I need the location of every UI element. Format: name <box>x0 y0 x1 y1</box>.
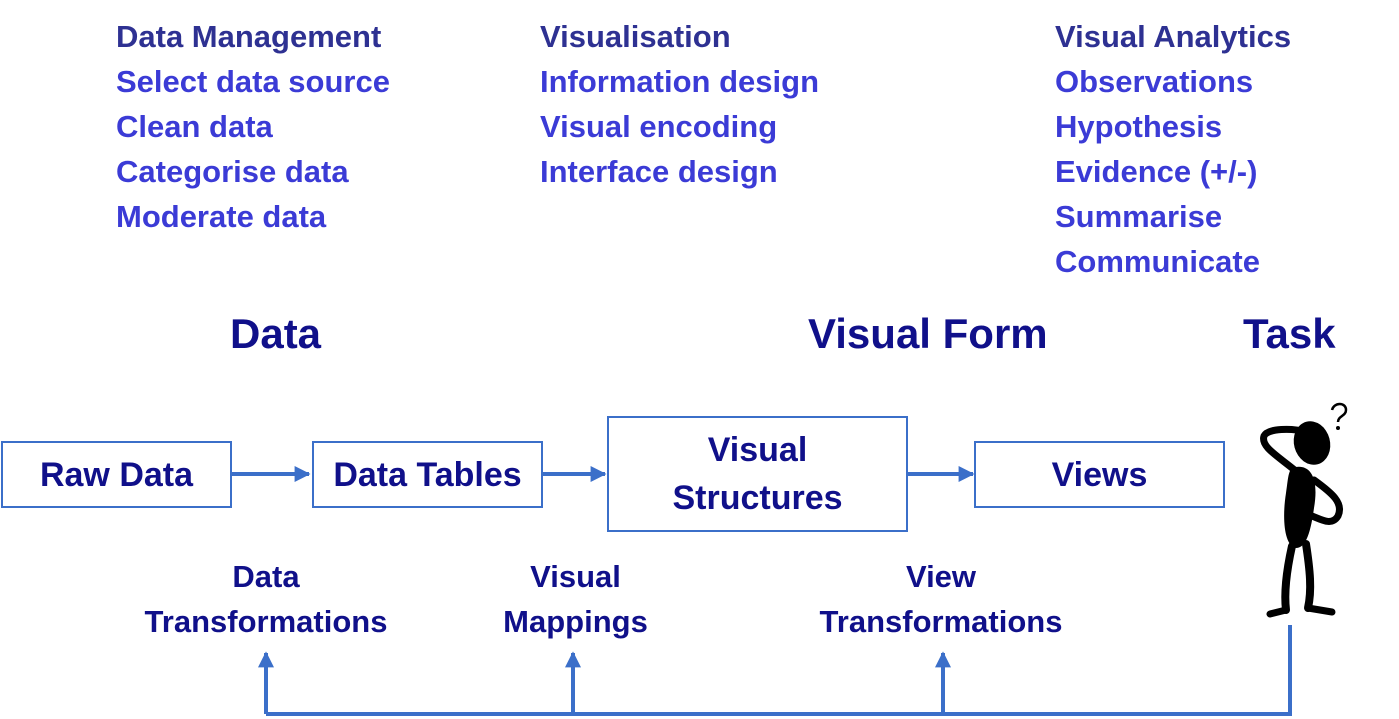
visualisation-item: Information design <box>540 64 819 99</box>
data-management-heading: Data Management <box>116 19 382 54</box>
data-management-column: Data Management Select data source Clean… <box>116 14 390 239</box>
raw-data-box: Raw Data <box>1 441 232 508</box>
visualisation-column: Visualisation Information design Visual … <box>540 14 819 194</box>
visual-structures-label-line1: Visual <box>707 431 808 469</box>
visual-analytics-heading: Visual Analytics <box>1055 19 1292 54</box>
section-title-data: Data <box>230 310 322 357</box>
views-box: Views <box>974 441 1225 508</box>
visual-structures-label-line2: Structures <box>672 479 843 517</box>
data-management-item: Clean data <box>116 109 273 144</box>
visual-analytics-item: Summarise <box>1055 199 1223 234</box>
data-transformations-line1: Data <box>232 559 300 594</box>
data-management-item: Select data source <box>116 64 390 99</box>
data-management-item: Categorise data <box>116 154 349 189</box>
visualisation-item: Interface design <box>540 154 778 189</box>
section-title-visual-form: Visual Form <box>808 310 1048 357</box>
data-management-item: Moderate data <box>116 199 327 234</box>
raw-data-label: Raw Data <box>39 455 194 494</box>
visual-structures-box: Visual Structures <box>607 416 908 532</box>
view-transformations-label: View Transformations <box>803 554 1079 644</box>
views-label: Views <box>1051 455 1148 494</box>
data-transformations-line2: Transformations <box>144 604 388 639</box>
thinking-person-icon <box>1260 402 1348 618</box>
visual-mappings-line1: Visual <box>530 559 621 594</box>
visual-analytics-item: Evidence (+/-) <box>1055 154 1258 189</box>
view-transformations-line2: Transformations <box>819 604 1063 639</box>
section-title-task: Task <box>1243 310 1336 357</box>
visual-analytics-column: Visual Analytics Observations Hypothesis… <box>1055 14 1291 284</box>
visual-analytics-item: Communicate <box>1055 244 1260 279</box>
feedback-line <box>266 625 1292 716</box>
visual-mappings-label: Visual Mappings <box>478 554 673 644</box>
visual-mappings-line2: Mappings <box>503 604 648 639</box>
data-tables-box: Data Tables <box>312 441 543 508</box>
data-tables-label: Data Tables <box>333 455 522 494</box>
visual-analytics-item: Hypothesis <box>1055 109 1223 144</box>
visualisation-heading: Visualisation <box>540 19 731 54</box>
data-transformations-label: Data Transformations <box>128 554 404 644</box>
visual-analytics-item: Observations <box>1055 64 1254 99</box>
visualisation-item: Visual encoding <box>540 109 778 144</box>
view-transformations-line1: View <box>905 559 977 594</box>
